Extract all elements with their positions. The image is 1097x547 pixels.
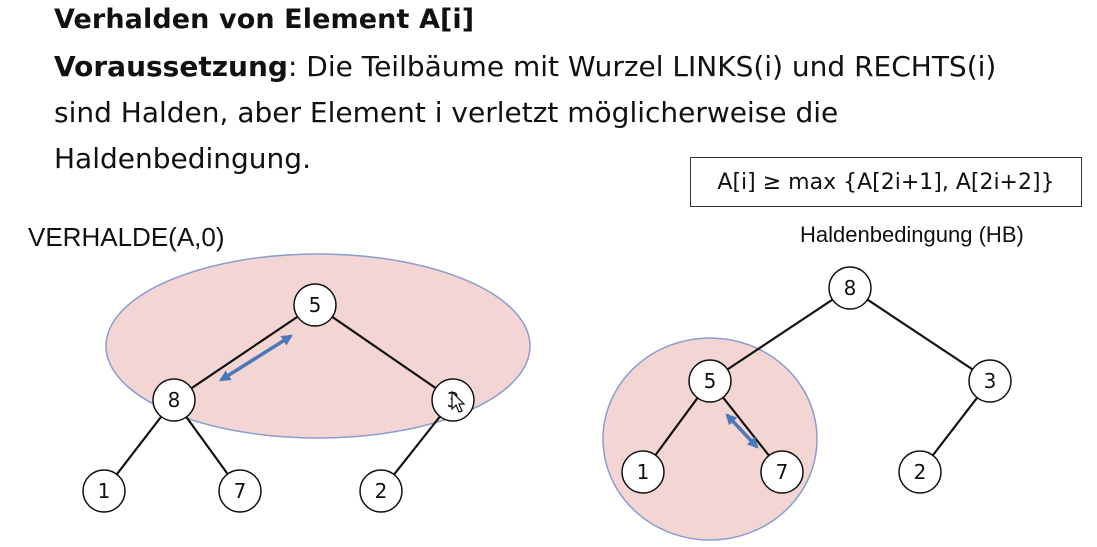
formula-text: A[i] ≥ max {A[2i+1], A[2i+2]} [717, 169, 1055, 195]
node-value: 5 [704, 369, 717, 393]
left-swap-arrow [219, 334, 293, 382]
right-node-leaf-3: 2 [898, 450, 942, 494]
slide-title: Verhalden von Element A[i] [54, 4, 475, 35]
node-value: 8 [168, 388, 181, 412]
node-value: 2 [914, 460, 927, 484]
left-node-root: 5 [293, 283, 337, 327]
node-value: 5 [309, 293, 322, 317]
mouse-pointer-icon [451, 390, 466, 413]
node-value: 7 [234, 479, 247, 503]
heap-condition-label: Haldenbedingung (HB) [800, 222, 1024, 247]
right-node-left-child: 5 [688, 359, 732, 403]
right-node-right-child: 3 [968, 359, 1012, 403]
right-swap-arrow [725, 413, 759, 449]
left-node-leaf-2: 7 [218, 469, 262, 513]
left-highlight-ellipse [105, 253, 531, 439]
node-value: 8 [844, 276, 857, 300]
right-node-leaf-1: 1 [621, 450, 665, 494]
node-value: 1 [637, 460, 650, 484]
right-highlight-ellipse [602, 337, 818, 541]
edge [709, 287, 851, 382]
precondition-line-1: Voraussetzung: Die Teilbäume mit Wurzel … [54, 50, 996, 83]
precondition-label: Voraussetzung [54, 50, 288, 83]
left-node-leaf-3: 2 [359, 469, 403, 513]
node-value: 3 [984, 369, 997, 393]
verhalde-call-label: VERHALDE(A,0) [28, 222, 225, 252]
edge [849, 287, 991, 382]
node-value: 1 [98, 479, 111, 503]
node-value: 7 [776, 460, 789, 484]
precondition-line-2: sind Halden, aber Element i verletzt mög… [54, 96, 839, 129]
precondition-text-1: : Die Teilbäume mit Wurzel LINKS(i) und … [287, 50, 997, 83]
left-node-left-child: 8 [152, 378, 196, 422]
left-node-leaf-1: 1 [82, 469, 126, 513]
heap-condition-formula: A[i] ≥ max {A[2i+1], A[2i+2]} [690, 157, 1082, 207]
precondition-line-3: Haldenbedingung. [54, 142, 311, 175]
right-node-leaf-2: 7 [760, 450, 804, 494]
edge [314, 304, 454, 401]
right-node-root: 8 [828, 266, 872, 310]
node-value: 2 [375, 479, 388, 503]
